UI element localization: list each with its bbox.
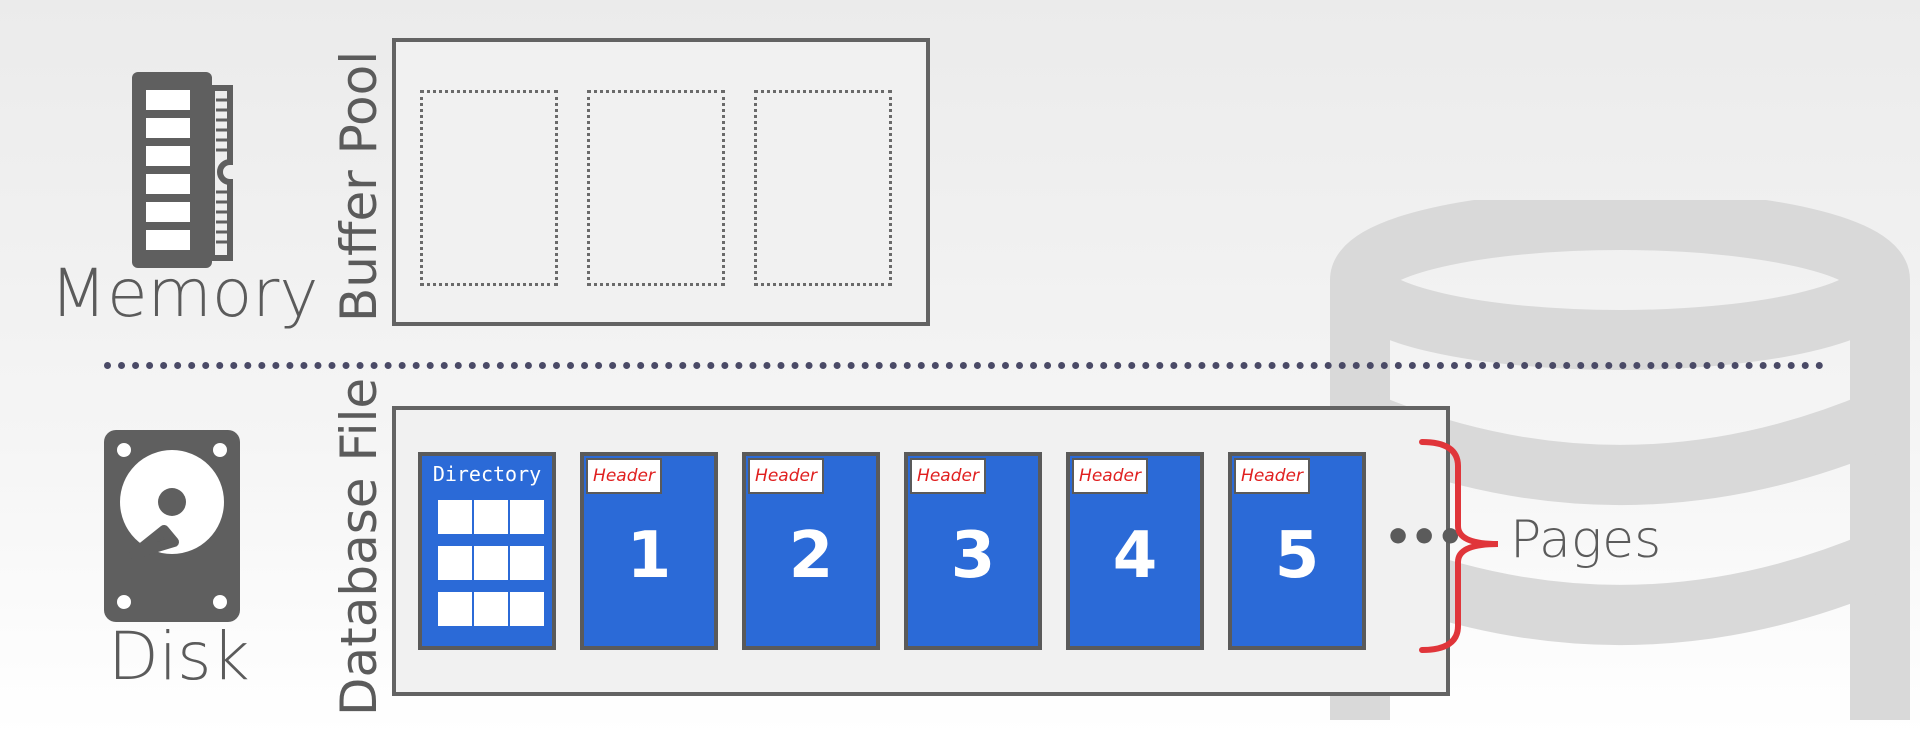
data-page: Header 3	[904, 452, 1042, 650]
directory-cell	[438, 592, 472, 626]
page-header: Header	[586, 458, 662, 494]
page-number: 5	[1274, 519, 1320, 593]
page-header: Header	[1072, 458, 1148, 494]
directory-cell	[510, 546, 544, 580]
page-number: 3	[950, 519, 996, 593]
disk-label: Disk	[108, 618, 250, 695]
page-header: Header	[1234, 458, 1310, 494]
data-page: Header 1	[580, 452, 718, 650]
data-page: Header 4	[1066, 452, 1204, 650]
buffer-pool	[392, 38, 930, 326]
page-header: Header	[748, 458, 824, 494]
data-page: Header 2	[742, 452, 880, 650]
page-header: Header	[910, 458, 986, 494]
hard-drive-icon	[104, 430, 240, 622]
directory-cell	[474, 546, 508, 580]
directory-cell	[438, 500, 472, 534]
directory-cell	[474, 592, 508, 626]
buffer-pool-label: Buffer Pool	[330, 50, 388, 322]
pages-brace	[1419, 439, 1499, 653]
directory-cell	[474, 500, 508, 534]
data-page: Header 5	[1228, 452, 1366, 650]
directory-cell	[438, 546, 472, 580]
buffer-pool-frame	[754, 90, 892, 286]
database-file-label: Database File	[330, 377, 388, 716]
directory-cell	[510, 592, 544, 626]
buffer-pool-frame	[587, 90, 725, 286]
pages-label: Pages	[1510, 510, 1662, 570]
directory-page: Directory	[418, 452, 556, 650]
memory-disk-divider	[104, 362, 1824, 369]
page-number: 1	[626, 519, 672, 593]
buffer-pool-frame	[420, 90, 558, 286]
ram-chip-icon	[132, 72, 233, 268]
more-pages-ellipsis: •••	[1384, 512, 1464, 563]
page-number: 4	[1112, 519, 1158, 593]
page-number: 2	[788, 519, 834, 593]
memory-label: Memory	[50, 255, 319, 332]
directory-title: Directory	[432, 462, 542, 486]
directory-cell	[510, 500, 544, 534]
